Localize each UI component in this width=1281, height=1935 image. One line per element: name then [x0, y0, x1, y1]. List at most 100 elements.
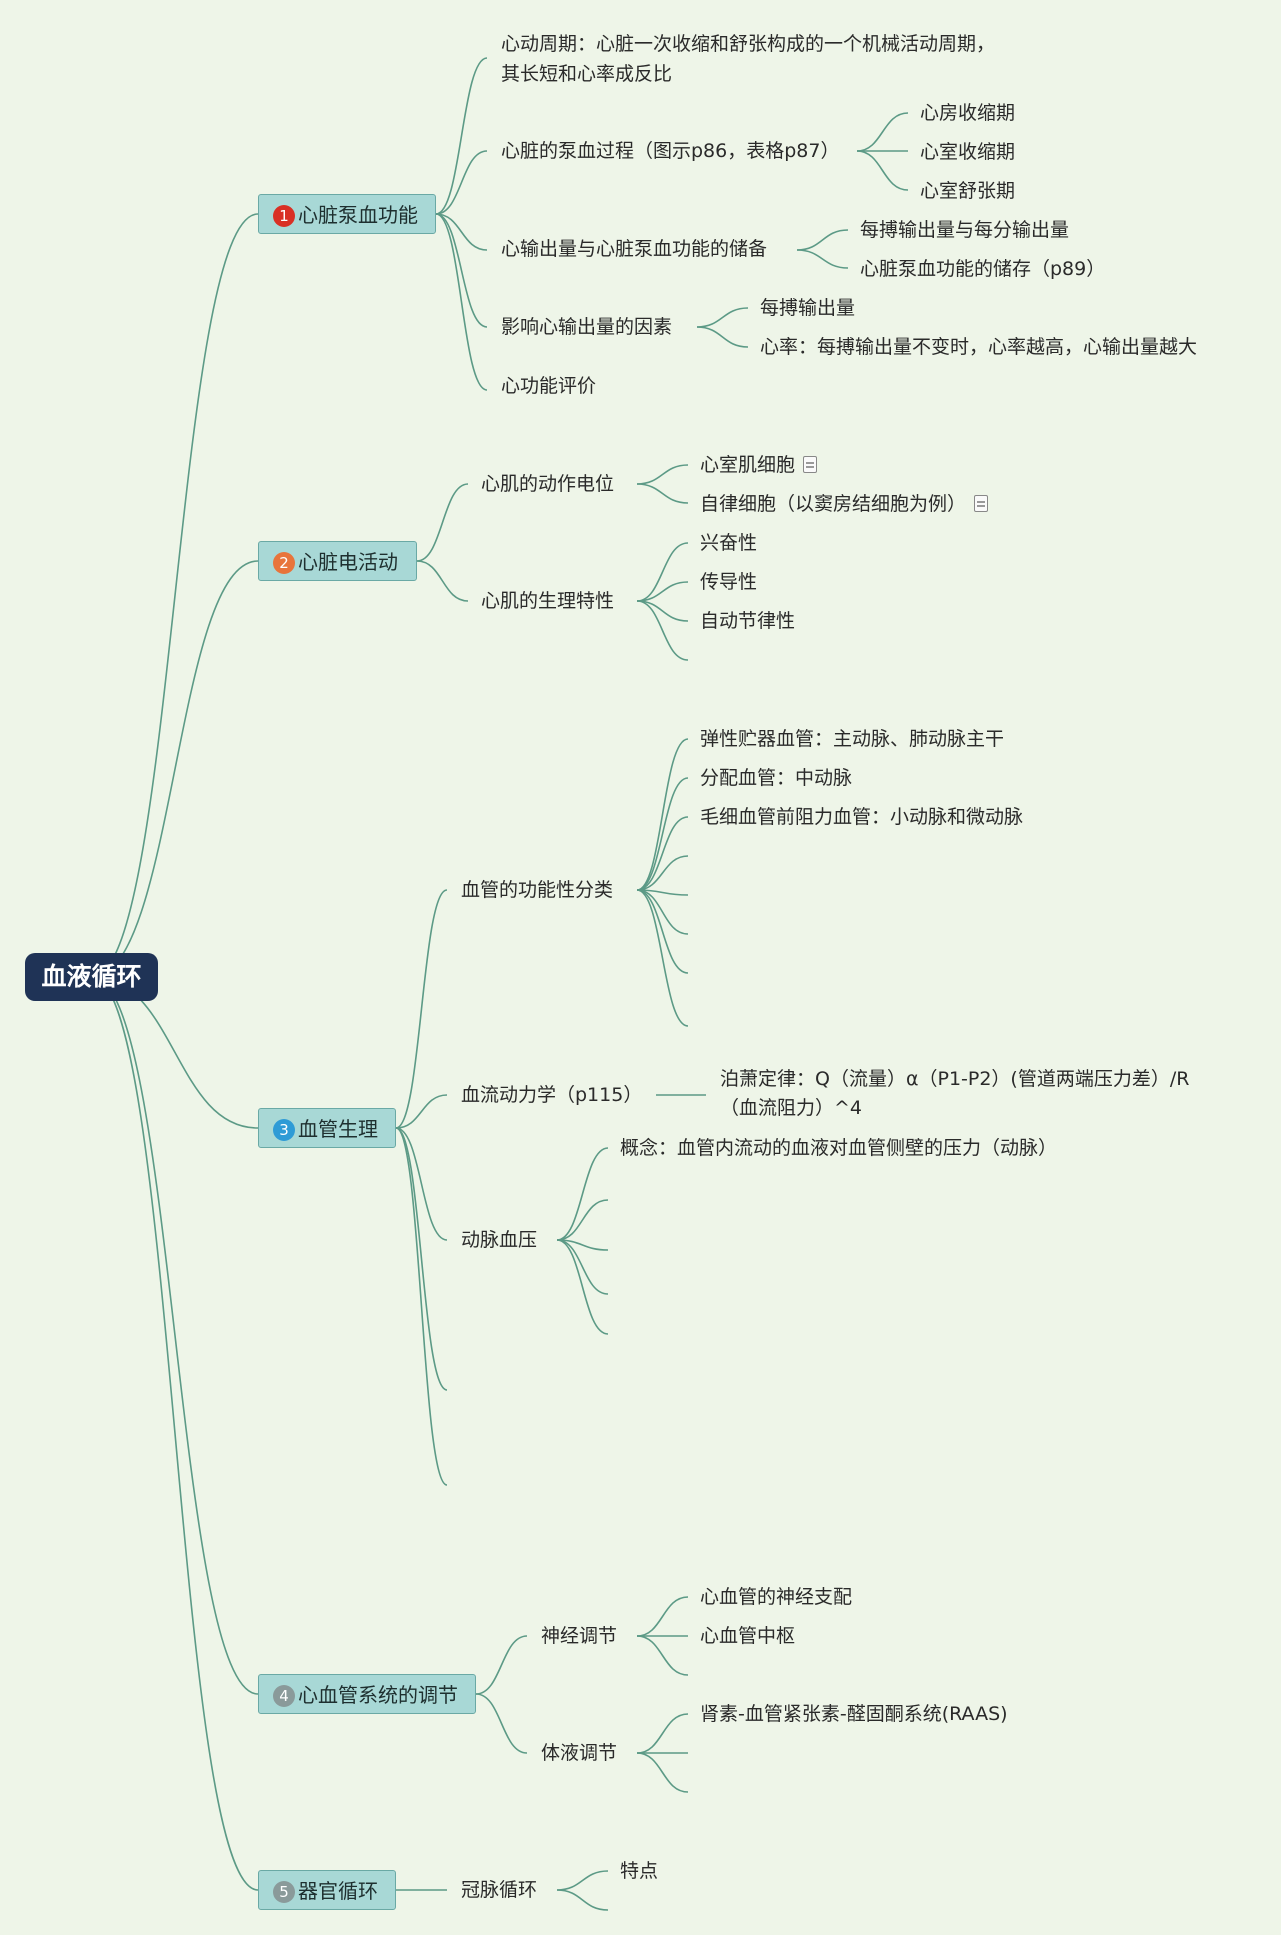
resistance-vessel-node[interactable]: 毛细血管前阻力血管：小动脉和微动脉 — [700, 806, 1024, 828]
pump-reserve-node[interactable]: 心脏泵血功能的储存（p89） — [860, 258, 1106, 280]
distribution-vessel-node[interactable]: 分配血管：中动脉 — [700, 767, 853, 789]
connector-curve — [435, 57, 488, 215]
connector-curve — [636, 777, 689, 891]
branch-label: 血管生理 — [298, 1117, 378, 1141]
stroke-volume-minute-node[interactable]: 每搏输出量与每分输出量 — [860, 219, 1070, 241]
vessel-classification-node[interactable]: 血管的功能性分类 — [461, 879, 614, 901]
pump-process-node[interactable]: 心脏的泵血过程（图示p86，表格p87） — [501, 140, 840, 162]
connector-curve — [435, 213, 488, 251]
branch-label: 心脏泵血功能 — [298, 203, 418, 227]
connector-curve — [636, 600, 689, 661]
node-label: 心室肌细胞 — [700, 454, 796, 476]
connector-curve — [636, 889, 689, 935]
connector-curve — [416, 560, 469, 602]
connector-curve — [696, 326, 749, 348]
physiological-properties-node[interactable]: 心肌的生理特性 — [481, 590, 615, 612]
pressure-concept-node[interactable]: 概念：血管内流动的血液对血管侧壁的压力（动脉） — [620, 1137, 1058, 1159]
connector-curve — [475, 1635, 528, 1695]
cardiac-output-node[interactable]: 心输出量与心脏泵血功能的储备 — [501, 238, 768, 260]
connector-curve — [636, 1635, 689, 1676]
connector-curve — [556, 1239, 609, 1335]
neural-regulation-node[interactable]: 神经调节 — [541, 1625, 618, 1647]
number-3-badge: 3 — [273, 1119, 295, 1141]
connector-curve — [856, 112, 909, 152]
number-5-badge: 5 — [273, 1881, 295, 1903]
connector-curve — [435, 213, 488, 391]
connector-curve — [636, 483, 689, 504]
excitability-node[interactable]: 兴奋性 — [700, 532, 758, 554]
humoral-regulation-node[interactable]: 体液调节 — [541, 1742, 618, 1764]
connector-curve — [435, 150, 488, 215]
connector-curve — [91, 976, 259, 1695]
action-potential-node[interactable]: 心肌的动作电位 — [481, 473, 615, 495]
connector-curve — [856, 150, 909, 191]
connector-curve — [796, 249, 849, 269]
elastic-vessel-node[interactable]: 弹性贮器血管：主动脉、肺动脉主干 — [700, 728, 1005, 750]
connector-curve — [395, 1127, 448, 1391]
connector-curve — [556, 1147, 609, 1241]
conductivity-node[interactable]: 传导性 — [700, 571, 758, 593]
stroke-volume-node[interactable]: 每搏输出量 — [760, 297, 856, 319]
heart-function-node[interactable]: 心功能评价 — [501, 375, 597, 397]
connector-curve — [556, 1239, 609, 1295]
ventricular-cell-node[interactable]: 心室肌细胞 — [700, 450, 818, 480]
branch-label: 器官循环 — [298, 1879, 378, 1903]
connector-curve — [636, 816, 689, 891]
output-factors-node[interactable]: 影响心输出量的因素 — [501, 316, 673, 338]
connector-curve — [636, 1596, 689, 1637]
node-label: 自律细胞（以窦房结细胞为例） — [700, 493, 967, 515]
ventricular-systole-node[interactable]: 心室收缩期 — [920, 141, 1016, 163]
root-topic[interactable]: 血液循环 — [25, 953, 158, 1001]
connector-curve — [395, 889, 448, 1129]
ventricular-diastole-node[interactable]: 心室舒张期 — [920, 180, 1016, 202]
connector-curve — [435, 213, 488, 328]
autorhythmicity-node[interactable]: 自动节律性 — [700, 610, 796, 632]
connector-curve — [636, 464, 689, 485]
autorhythmic-cell-node[interactable]: 自律细胞（以窦房结细胞为例） — [700, 489, 989, 519]
connector-curve — [636, 1752, 689, 1793]
characteristics-node[interactable]: 特点 — [620, 1860, 659, 1882]
raas-node[interactable]: 肾素-血管紧张素-醛固酮系统(RAAS) — [700, 1703, 1008, 1725]
connector-curve — [91, 213, 259, 978]
document-icon[interactable] — [974, 495, 989, 512]
connector-curve — [636, 889, 689, 974]
poiseuille-node[interactable]: 泊萧定律：Q（流量）α（P1-P2）(管道两端压力差）/R（血流阻力）^4 — [720, 1068, 1190, 1119]
connector-curve — [636, 1713, 689, 1754]
connector-curve — [636, 855, 689, 891]
heart-rate-node[interactable]: 心率：每搏输出量不变时，心率越高，心输出量越大 — [760, 336, 1198, 358]
connector-curve — [636, 738, 689, 891]
branch-label: 心脏电活动 — [298, 550, 398, 574]
connector-curve — [91, 560, 259, 978]
connector-curve — [395, 1127, 448, 1486]
connector-curve — [636, 542, 689, 602]
connector-curve — [475, 1693, 528, 1754]
number-2-badge: 2 — [273, 552, 295, 574]
connector-curve — [556, 1889, 609, 1911]
connector-curve — [636, 581, 689, 602]
connector-curve — [636, 889, 689, 1027]
branch-label: 心血管系统的调节 — [298, 1683, 458, 1707]
connector-curve — [416, 483, 469, 562]
number-4-badge: 4 — [273, 1685, 295, 1707]
document-icon[interactable] — [803, 456, 818, 473]
connector-curve — [696, 307, 749, 328]
cv-center-node[interactable]: 心血管中枢 — [700, 1625, 796, 1647]
cardiac-cycle-node[interactable]: 心动周期：心脏一次收缩和舒张构成的一个机械活动周期，其长短和心率成反比 — [501, 33, 996, 85]
connector-curve — [796, 229, 849, 251]
number-1-badge: 1 — [273, 205, 295, 227]
connector-curve — [91, 976, 259, 1891]
connector-curve — [556, 1870, 609, 1891]
connector-curve — [395, 1127, 448, 1241]
hemodynamics-node[interactable]: 血流动力学（p115） — [461, 1084, 643, 1106]
atrial-systole-node[interactable]: 心房收缩期 — [920, 102, 1016, 124]
arterial-pressure-node[interactable]: 动脉血压 — [461, 1229, 538, 1251]
coronary-circulation-node[interactable]: 冠脉循环 — [461, 1879, 538, 1901]
cv-innervation-node[interactable]: 心血管的神经支配 — [700, 1586, 853, 1608]
connector-curve — [395, 1094, 448, 1129]
